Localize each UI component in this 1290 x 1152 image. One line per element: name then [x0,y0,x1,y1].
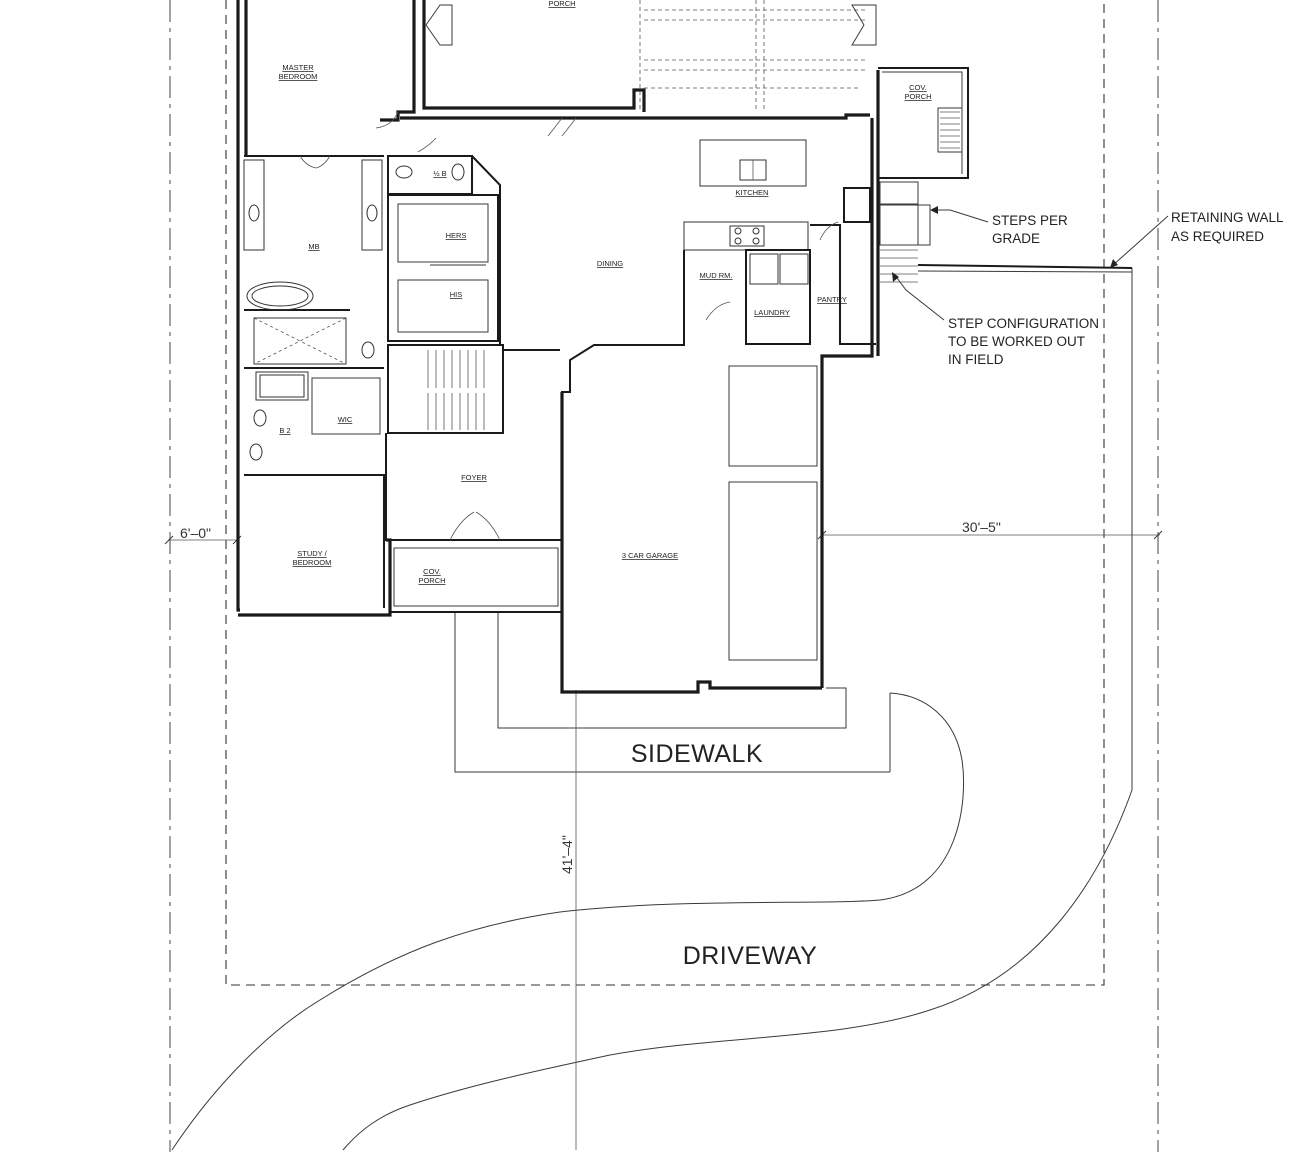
note-retaining-1: RETAINING WALL [1171,210,1284,225]
sidewalk-outline [454,612,890,773]
room-label-mud-room: MUD RM. [700,271,733,280]
room-label-garage: 3 CAR GARAGE [622,551,678,560]
dim-left-setback: 6'–0" [180,525,211,541]
dimension-lines [164,530,1163,1150]
room-label-master-bedroom-2: BEDROOM [279,72,318,81]
driveway-label: DRIVEWAY [683,942,818,970]
room-label-b2: B 2 [279,426,290,435]
room-label-wic: WIC [338,415,353,424]
room-label-dining: DINING [597,259,623,268]
room-label-foyer: FOYER [461,473,487,482]
room-label-kitchen: KITCHEN [736,188,769,197]
room-label-half-bath: ½ B [433,169,446,178]
room-label-pantry: PANTRY [817,295,847,304]
driveway-outline [171,268,1133,1151]
room-label-rear-cov-porch-2: PORCH [904,92,931,101]
dimension-labels: 6'–0" 30'–5" 41'–4" [180,519,1001,874]
note-config-1: STEP CONFIGURATION [948,316,1099,331]
room-label-his: HIS [450,290,463,299]
dim-right-setback: 30'–5" [962,519,1001,535]
room-labels: PORCH MASTER BEDROOM COV. PORCH ½ B KITC… [279,0,932,585]
building-setback-lines [225,0,1105,986]
room-label-master-bedroom: MASTER [282,63,314,72]
room-label-hers: HERS [446,231,467,240]
note-retaining-2: AS REQUIRED [1171,229,1264,244]
note-config-2: TO BE WORKED OUT [948,334,1085,349]
dim-front-setback: 41'–4" [559,835,575,874]
room-label-laundry: LAUNDRY [754,308,790,317]
note-config-3: IN FIELD [948,352,1004,367]
room-label-front-cov-porch-2: PORCH [418,576,445,585]
room-label-study-2: BEDROOM [293,558,332,567]
room-label-rear-cov-porch: COV. [909,83,927,92]
construction-notes: STEPS PER GRADE RETAINING WALL AS REQUIR… [948,210,1284,367]
sidewalk-label: SIDEWALK [631,740,763,768]
room-label-study: STUDY / [297,549,327,558]
note-steps-1: STEPS PER [992,213,1068,228]
room-label-porch: PORCH [548,0,575,8]
room-label-front-cov-porch: COV. [423,567,441,576]
house-walls [236,0,969,694]
site-labels: SIDEWALK DRIVEWAY [631,740,817,970]
leader-lines [892,206,1169,321]
retaining-wall [917,264,1133,275]
property-lines [169,0,1159,1152]
room-label-mb: MB [308,242,319,251]
note-steps-2: GRADE [992,231,1040,246]
